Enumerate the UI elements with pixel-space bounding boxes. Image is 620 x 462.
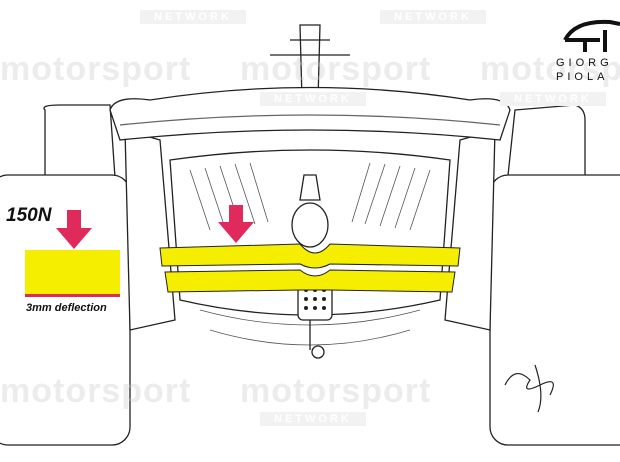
watermark-text: motorsport [0,372,192,410]
beam-wing-lower [164,269,456,293]
endplate-right [444,129,496,331]
tyre-right [489,174,620,446]
watermark-text: motorsport [240,372,432,410]
watermark-network: NETWORK [140,10,246,24]
logo-line2: PIOLA [556,71,609,83]
watermark-text: motorsport [0,50,192,88]
logo-text: GIORG PIOLA [556,56,613,84]
deflection-sample [25,250,120,295]
gearbox [291,202,329,248]
watermark-network: NETWORK [260,412,366,426]
watermark-network: NETWORK [500,92,606,106]
rear-wing [109,86,511,141]
deflection-line [25,294,120,297]
watermark-network: NETWORK [260,92,366,106]
signature [504,364,554,413]
watermark-text: motorsport [480,50,620,88]
load-arrow-icon [218,205,254,243]
logo-mark [563,19,620,52]
force-label: 150N [6,205,52,226]
logo-line1: GIORG [556,57,613,69]
deflection-label: 3mm deflection [26,302,107,314]
endplate-left [124,129,176,331]
beam-wing-upper [159,243,461,269]
watermark-network: NETWORK [380,10,486,24]
load-arrow-icon [56,210,92,249]
watermark-text: motorsport [240,50,432,88]
